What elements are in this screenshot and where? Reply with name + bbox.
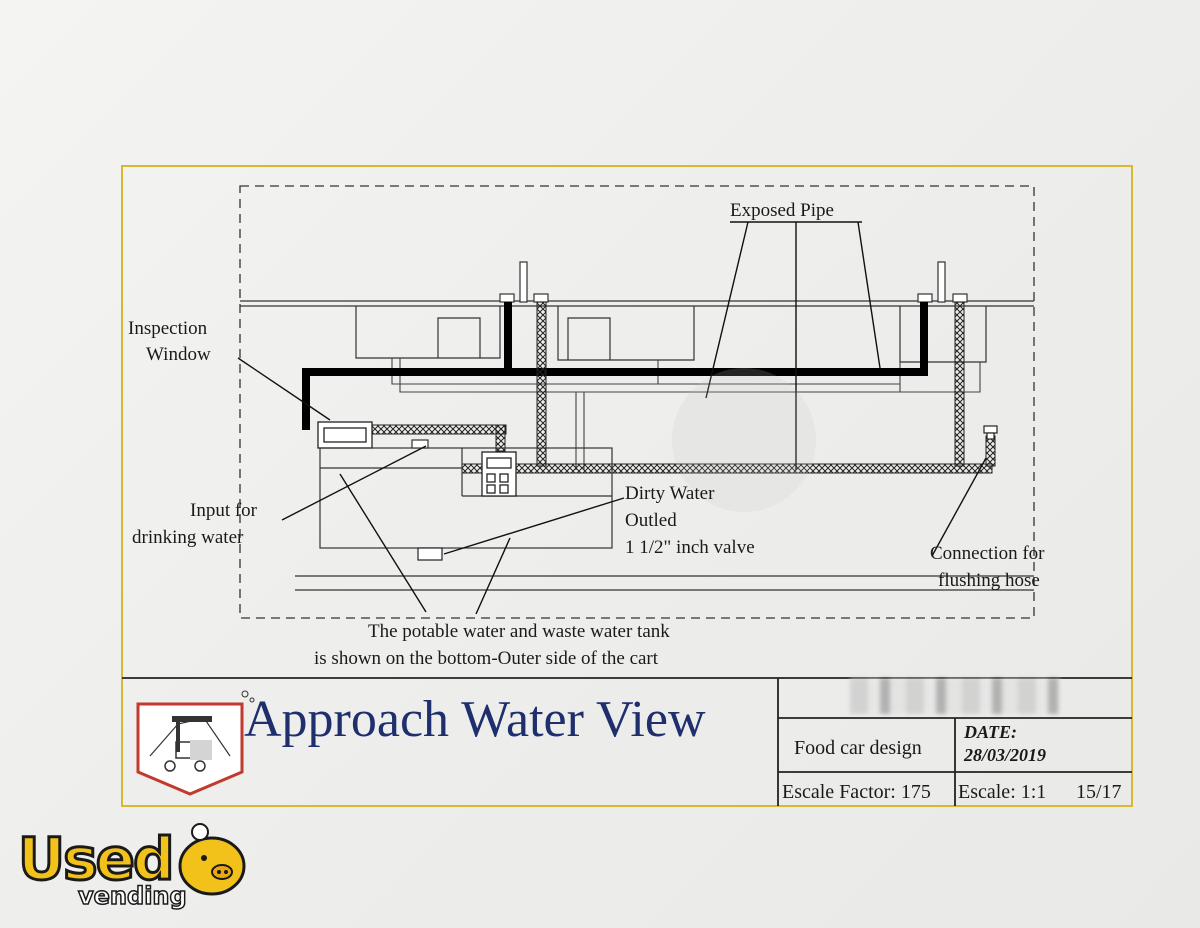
label-flush-line1: Connection for [930, 543, 1045, 564]
inspection-window [317, 421, 373, 449]
label-input-line2: drinking water [132, 527, 244, 548]
pump-box [481, 451, 517, 497]
watermark-pig [672, 368, 816, 512]
label-dirty-line3: 1 1/2" inch valve [625, 537, 755, 558]
exposed-pipe [302, 302, 928, 430]
pig-icon [178, 823, 246, 896]
drawing-title: Approach Water View [244, 691, 706, 748]
sheet-number: 15/17 [1076, 781, 1122, 803]
label-dirty-line2: Outled [625, 510, 677, 531]
flushing-hose-fitting [983, 425, 998, 440]
project-name: Food car design [794, 737, 922, 759]
scale: Escale: 1:1 [958, 781, 1047, 803]
leader-lines [237, 221, 987, 615]
label-exposed-pipe: Exposed Pipe [730, 200, 834, 221]
company-logo [136, 690, 255, 796]
sink-basins [355, 306, 987, 363]
dirty-water-valve [417, 547, 443, 561]
redacted-company-name [850, 678, 1060, 714]
brand-word: Used [16, 825, 176, 893]
label-inspection-line1: Inspection [128, 318, 208, 339]
date-label: DATE: [964, 722, 1018, 742]
label-inspection-line2: Window [146, 344, 211, 365]
label-flush-line2: flushing hose [938, 570, 1040, 591]
label-tank-line2: is shown on the bottom-Outer side of the… [314, 648, 659, 669]
cart-outline-dashed [239, 185, 1035, 619]
label-dirty-line1: Dirty Water [625, 483, 715, 504]
label-input-line1: Input for [190, 500, 258, 521]
label-tank-line1: The potable water and waste water tank [368, 621, 670, 642]
drawing-frame [121, 165, 1133, 807]
brand-sub: vending [77, 881, 187, 911]
used-vending-logo: Used vending [8, 820, 258, 920]
date-value: 28/03/2019 [964, 745, 1047, 765]
water-tank [319, 439, 613, 549]
scale-factor: Escale Factor: 175 [782, 781, 931, 803]
